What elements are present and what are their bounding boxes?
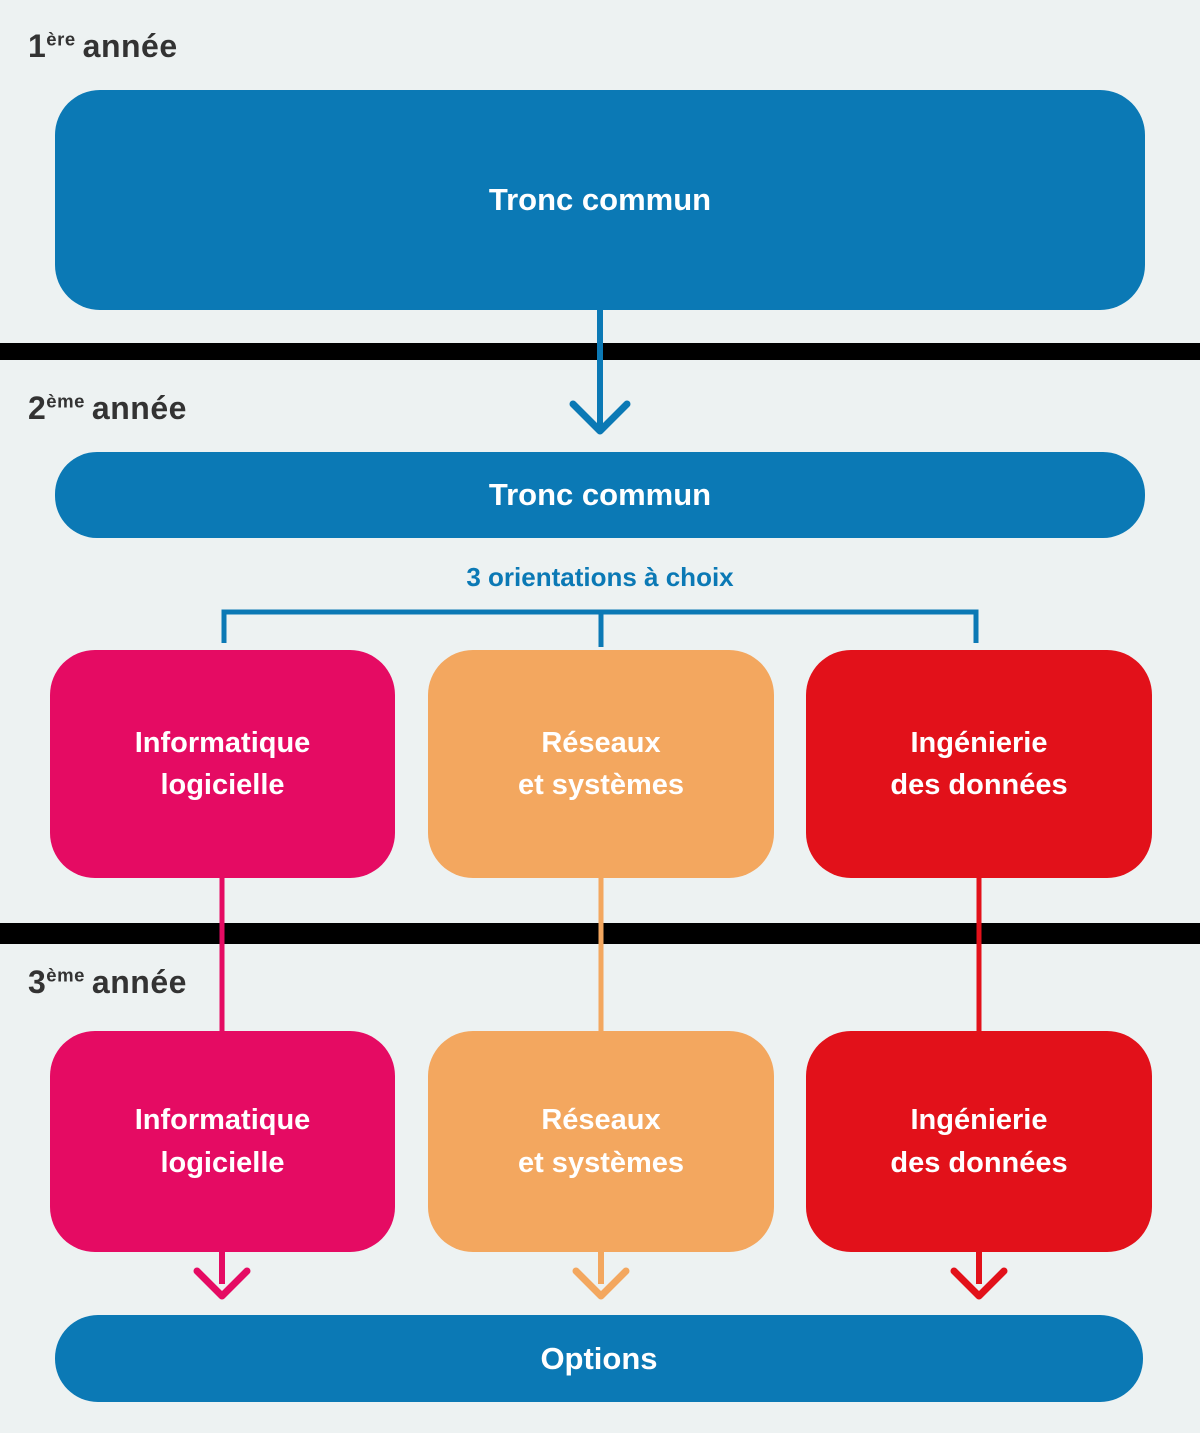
year3-box-reseaux-systemes: Réseaux et systèmes — [428, 1031, 774, 1252]
track-label-line1: Réseaux — [541, 1104, 661, 1137]
track-label-line2: des données — [890, 1146, 1068, 1179]
year2-box-reseaux-systemes: Réseaux et systèmes — [428, 650, 774, 878]
track-label-line2: logicielle — [160, 1146, 285, 1179]
year3-box-ingenierie-donnees: Ingénierie des données — [806, 1031, 1152, 1252]
year-2-number: 2 — [28, 390, 47, 426]
arrow-tronc-commun — [569, 308, 631, 435]
year2-box-informatique-logicielle: Informatique logicielle — [50, 650, 395, 878]
year-3-label: 3ème année — [28, 964, 187, 1001]
track-label-line2: et systèmes — [517, 769, 685, 801]
year2-tronc-commun-bar: Tronc commun — [55, 452, 1145, 538]
options-bar: Options — [55, 1315, 1143, 1402]
track-label-line1: Ingénierie — [910, 726, 1048, 759]
year-1-number: 1 — [28, 28, 47, 64]
arrow-informatique-options — [193, 1250, 251, 1300]
track-label-line2: et systèmes — [517, 1146, 685, 1179]
year-2-word: année — [91, 390, 187, 426]
year1-tronc-commun-label: Tronc commun — [488, 182, 712, 217]
year-1-word: année — [82, 28, 178, 64]
year-1-ordinal-suffix: ère — [46, 28, 76, 50]
track-label-line1: Informatique — [134, 1104, 311, 1137]
year-2-label: 2ème année — [28, 390, 187, 427]
year-3-word: année — [91, 964, 187, 1000]
year2-box-ingenierie-donnees: Ingénierie des données — [806, 650, 1152, 878]
year-3-ordinal-suffix: ème — [46, 964, 85, 986]
track-label-line1: Réseaux — [541, 726, 661, 759]
track-label-line2: des données — [890, 769, 1068, 801]
orientations-bracket — [221, 609, 979, 647]
arrow-reseaux-options — [572, 1250, 630, 1300]
track-label-line1: Informatique — [134, 726, 311, 759]
year1-tronc-commun-box: Tronc commun — [55, 90, 1145, 310]
year2-tronc-commun-label: Tronc commun — [488, 477, 712, 512]
track-label-line2: logicielle — [160, 769, 285, 801]
orientations-label: 3 orientations à choix — [466, 562, 734, 592]
divider-year2-year3 — [0, 923, 1200, 944]
year-1-label: 1ère année — [28, 28, 178, 65]
year-3-number: 3 — [28, 964, 47, 1000]
year3-box-informatique-logicielle: Informatique logicielle — [50, 1031, 395, 1252]
year-2-ordinal-suffix: ème — [46, 390, 85, 412]
options-label: Options — [540, 1340, 658, 1376]
divider-year1-year2 — [0, 343, 1200, 360]
arrow-ingenierie-options — [950, 1250, 1008, 1300]
track-label-line1: Ingénierie — [910, 1104, 1048, 1137]
